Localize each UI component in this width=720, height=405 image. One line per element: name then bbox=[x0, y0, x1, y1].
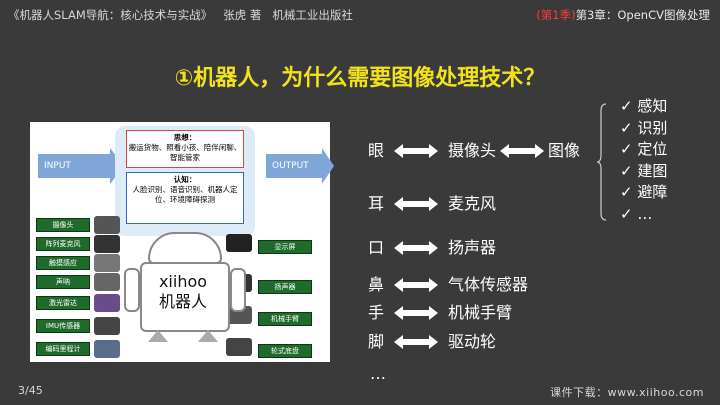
actuator-arm: 机械手臂 bbox=[258, 312, 312, 326]
sensor-touch: 触摸感应 bbox=[36, 256, 90, 270]
know-box: 认知： 人脸识别、语音识别、机器人定位、环境障碍探测 bbox=[126, 172, 244, 224]
chassis-photo bbox=[226, 338, 252, 356]
device-label: 摄像头 bbox=[448, 141, 497, 160]
check-item: ✓ 感知 bbox=[620, 97, 668, 115]
organ-label: 眼 bbox=[368, 141, 385, 160]
double-arrow-icon bbox=[500, 144, 544, 158]
organ-label: 口 bbox=[368, 238, 385, 257]
capability-list: ✓ 感知 ✓ 识别 ✓ 定位 ✓ 建图 ✓ 避障 ✓ … bbox=[620, 96, 667, 225]
check-item: ✓ 避障 bbox=[620, 183, 668, 201]
device-label: 机械手臂 bbox=[448, 303, 513, 322]
check-item: ✓ 识别 bbox=[620, 118, 668, 137]
check-item: ✓ … bbox=[620, 204, 653, 223]
device-label: 驱动轮 bbox=[448, 332, 497, 351]
robot-leg-left bbox=[148, 330, 168, 342]
check-item: ✓ 建图 bbox=[620, 161, 668, 180]
encoder-photo bbox=[94, 340, 120, 358]
device-label: 气体传感器 bbox=[448, 275, 529, 294]
know-title: 认知： bbox=[173, 175, 197, 184]
robot-arm-left bbox=[124, 268, 140, 312]
organ-label: 手 bbox=[368, 303, 385, 322]
season-label: (第1季) bbox=[536, 8, 576, 22]
robot-leg-right bbox=[198, 330, 218, 342]
think-box: 思想： 搬运货物、照看小孩、陪伴闲聊、智能管家 bbox=[126, 130, 244, 168]
more-ellipsis: … bbox=[370, 364, 386, 383]
organ-label: 耳 bbox=[368, 194, 385, 213]
camera-photo bbox=[94, 216, 120, 234]
lidar-photo bbox=[94, 294, 120, 312]
robot-diagram: INPUT OUTPUT 思想： 搬运货物、照看小孩、陪伴闲聊、智能管家 认知：… bbox=[30, 122, 334, 362]
know-lines: 人脸识别、语音识别、机器人定位、环境障碍探测 bbox=[132, 185, 238, 204]
double-arrow-icon bbox=[394, 144, 438, 158]
sensor-mic-array: 阵列麦克风 bbox=[36, 237, 90, 251]
actuator-speaker: 扬声器 bbox=[258, 280, 312, 294]
page-number: 3/45 bbox=[18, 384, 43, 397]
check-item: ✓ 定位 bbox=[620, 140, 668, 158]
output-arrow: OUTPUT bbox=[266, 148, 334, 184]
actuator-chassis: 轮式底盘 bbox=[258, 344, 312, 358]
imu-photo bbox=[94, 317, 120, 335]
touch-photo bbox=[94, 254, 120, 272]
sensor-encoder: 编码里程计 bbox=[36, 342, 90, 356]
think-lines: 搬运货物、照看小孩、陪伴闲聊、智能管家 bbox=[128, 143, 242, 162]
display-photo bbox=[226, 234, 252, 252]
robot-figure: xiihoo 机器人 bbox=[124, 232, 246, 342]
device-label: 麦克风 bbox=[448, 194, 497, 213]
double-arrow-icon bbox=[394, 197, 438, 211]
chapter-label: 第3章：OpenCV图像处理 bbox=[575, 8, 710, 22]
header-book-info: 《机器人SLAM导航：核心技术与实战》 张虎 著 机械工业出版社 bbox=[8, 8, 353, 22]
double-arrow-icon bbox=[394, 241, 438, 255]
device-label: 扬声器 bbox=[448, 238, 497, 257]
brace-icon bbox=[597, 103, 607, 221]
sensor-imu: IMU传感器 bbox=[36, 319, 90, 333]
image-label: 图像 bbox=[548, 141, 581, 160]
double-arrow-icon bbox=[394, 278, 438, 292]
robot-head bbox=[148, 232, 222, 264]
mic-array-photo bbox=[94, 235, 120, 253]
organ-label: 鼻 bbox=[368, 275, 385, 294]
robot-name-cn: 机器人 bbox=[158, 292, 207, 311]
think-title: 思想： bbox=[173, 133, 197, 142]
header-chapter: (第1季)第3章：OpenCV图像处理 bbox=[536, 7, 710, 23]
sensor-lidar: 激光雷达 bbox=[36, 296, 90, 310]
sonar-photo bbox=[94, 273, 120, 291]
sensor-camera: 摄像头 bbox=[36, 218, 90, 232]
slide-title: ①机器人，为什么需要图像处理技术？ bbox=[174, 66, 546, 91]
footer-download: 课件下载：www.xiihoo.com bbox=[550, 386, 704, 399]
robot-name-en: xiihoo bbox=[158, 272, 208, 291]
organ-label: 脚 bbox=[368, 332, 385, 351]
robot-arm-right bbox=[230, 268, 246, 312]
actuator-display: 显示屏 bbox=[258, 240, 312, 254]
input-arrow: INPUT bbox=[38, 148, 124, 184]
sensor-sonar: 声呐 bbox=[36, 275, 90, 289]
double-arrow-icon bbox=[394, 335, 438, 349]
robot-name: xiihoo 机器人 bbox=[138, 272, 228, 312]
robot-body bbox=[140, 262, 230, 332]
double-arrow-icon bbox=[394, 306, 438, 320]
